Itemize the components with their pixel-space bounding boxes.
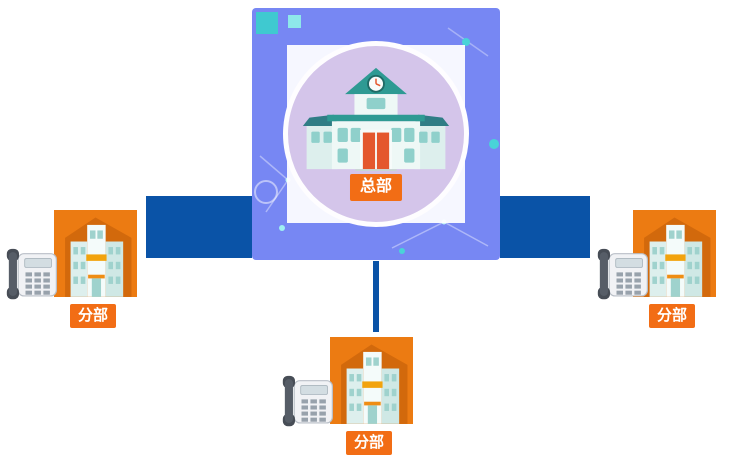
school-building-icon xyxy=(302,67,450,171)
telephone-icon xyxy=(6,248,57,300)
connector-right-bar xyxy=(500,196,590,258)
telephone-icon xyxy=(597,248,648,300)
branch-node-right: 分部 xyxy=(585,210,732,335)
branch-building-icon xyxy=(341,344,408,424)
headquarters-label: 总部 xyxy=(349,174,403,201)
branch-square xyxy=(54,210,137,297)
branch-square xyxy=(330,337,413,424)
branch-node-bottom: 分部 xyxy=(282,337,432,462)
headquarters-panel: 总部 xyxy=(252,8,500,260)
connector-left-bar xyxy=(146,196,252,258)
branch-node-left: 分部 xyxy=(6,210,156,335)
branch-building-icon xyxy=(65,217,132,297)
branch-label: 分部 xyxy=(649,304,696,328)
connector-bottom-line xyxy=(373,261,379,332)
branch-label: 分部 xyxy=(70,304,117,328)
branch-label: 分部 xyxy=(346,431,393,455)
telephone-icon xyxy=(282,375,333,427)
